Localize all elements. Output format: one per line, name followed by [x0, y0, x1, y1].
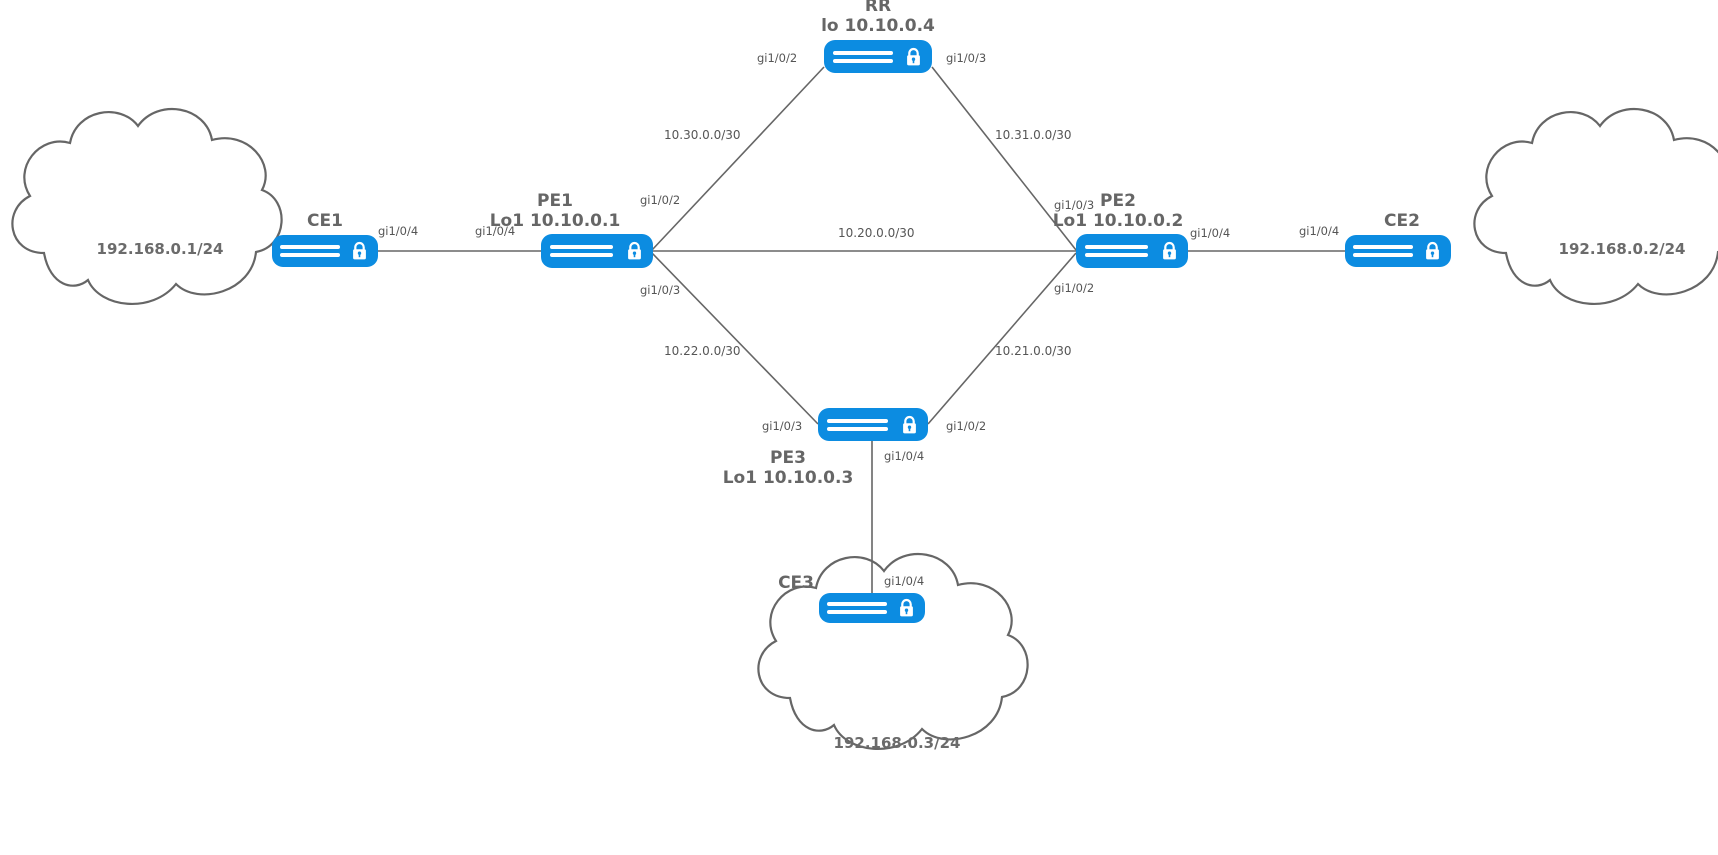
cloud-left-shape: [11, 108, 283, 305]
if-label-ce2-left: gi1/0/4: [1299, 224, 1340, 238]
device-ce1[interactable]: [272, 235, 378, 267]
if-label-pe1-left: gi1/0/4: [475, 224, 516, 238]
node-label-pe1: PE1 Lo1 10.10.0.1: [455, 191, 655, 231]
net-label-rr-pe2: 10.31.0.0/30: [995, 128, 1072, 142]
node-label-ce1-name: CE1: [307, 211, 343, 231]
lock-icon: [898, 598, 915, 618]
device-ce2[interactable]: [1345, 235, 1451, 267]
node-label-rr-sub: lo 10.10.0.4: [821, 16, 935, 36]
cloud-left-label: 192.168.0.1/24: [96, 240, 224, 258]
device-rr[interactable]: [824, 40, 932, 73]
net-label-pe3-pe2: 10.21.0.0/30: [995, 344, 1072, 358]
link-line-pe1-pe3: [651, 252, 819, 425]
device-pe1-bars: [549, 241, 613, 261]
node-label-ce1: CE1: [240, 211, 410, 231]
if-label-ce3-right: gi1/0/4: [884, 574, 925, 588]
cloud-bottom-label: 192.168.0.3/24: [833, 734, 961, 752]
cloud-right-label: 192.168.0.2/24: [1558, 240, 1686, 258]
node-label-pe2: PE2 Lo1 10.10.0.2: [1018, 191, 1218, 231]
node-label-pe1-name: PE1: [537, 191, 573, 211]
device-ce3[interactable]: [819, 593, 925, 623]
net-label-pe1-rr: 10.30.0.0/30: [664, 128, 741, 142]
if-label-pe2-up: gi1/0/3: [1054, 198, 1095, 212]
node-label-pe3: PE3 Lo1 10.10.0.3: [688, 448, 888, 488]
if-label-pe3-down: gi1/0/4: [884, 449, 925, 463]
net-label-pe1-pe3: 10.22.0.0/30: [664, 344, 741, 358]
if-label-pe3-right: gi1/0/2: [946, 419, 987, 433]
if-label-pe1-up: gi1/0/2: [640, 193, 681, 207]
lock-icon: [901, 415, 918, 435]
if-label-pe2-down: gi1/0/2: [1054, 281, 1095, 295]
node-label-ce3: CE3: [650, 573, 814, 593]
device-ce1-bars: [280, 241, 340, 261]
device-pe2[interactable]: [1076, 234, 1188, 268]
device-pe3-bars: [826, 415, 889, 435]
link-line-pe1-rr: [651, 66, 825, 251]
if-label-pe3-left: gi1/0/3: [762, 419, 803, 433]
device-rr-bars: [832, 47, 894, 67]
node-label-ce3-name: CE3: [778, 573, 814, 593]
link-line-rr-pe2: [931, 66, 1077, 251]
if-label-pe2-right: gi1/0/4: [1190, 226, 1231, 240]
net-label-pe1-pe2: 10.20.0.0/30: [838, 226, 915, 240]
device-pe3[interactable]: [818, 408, 928, 441]
device-ce3-bars: [827, 598, 887, 618]
lock-icon: [626, 241, 643, 261]
node-label-pe3-name: PE3: [770, 448, 806, 468]
link-line-pe3-pe2: [927, 252, 1077, 425]
node-label-ce2: CE2: [1317, 211, 1487, 231]
if-label-rr-left: gi1/0/2: [757, 51, 798, 65]
if-label-ce1-right: gi1/0/4: [378, 224, 419, 238]
device-pe2-bars: [1084, 241, 1148, 261]
lock-icon: [905, 47, 922, 67]
if-label-pe1-down: gi1/0/3: [640, 283, 681, 297]
node-label-pe2-sub: Lo1 10.10.0.2: [1052, 211, 1184, 231]
node-label-rr: RR lo 10.10.0.4: [778, 0, 978, 36]
node-label-pe1-sub: Lo1 10.10.0.1: [489, 211, 621, 231]
node-label-pe2-name: PE2: [1100, 191, 1136, 211]
device-ce2-bars: [1353, 241, 1413, 261]
device-pe1[interactable]: [541, 234, 653, 268]
lock-icon: [351, 241, 368, 261]
node-label-ce2-name: CE2: [1384, 211, 1420, 231]
node-label-rr-name: RR: [864, 0, 892, 16]
lock-icon: [1161, 241, 1178, 261]
if-label-rr-right: gi1/0/3: [946, 51, 987, 65]
lock-icon: [1424, 241, 1441, 261]
node-label-pe3-sub: Lo1 10.10.0.3: [722, 468, 854, 488]
